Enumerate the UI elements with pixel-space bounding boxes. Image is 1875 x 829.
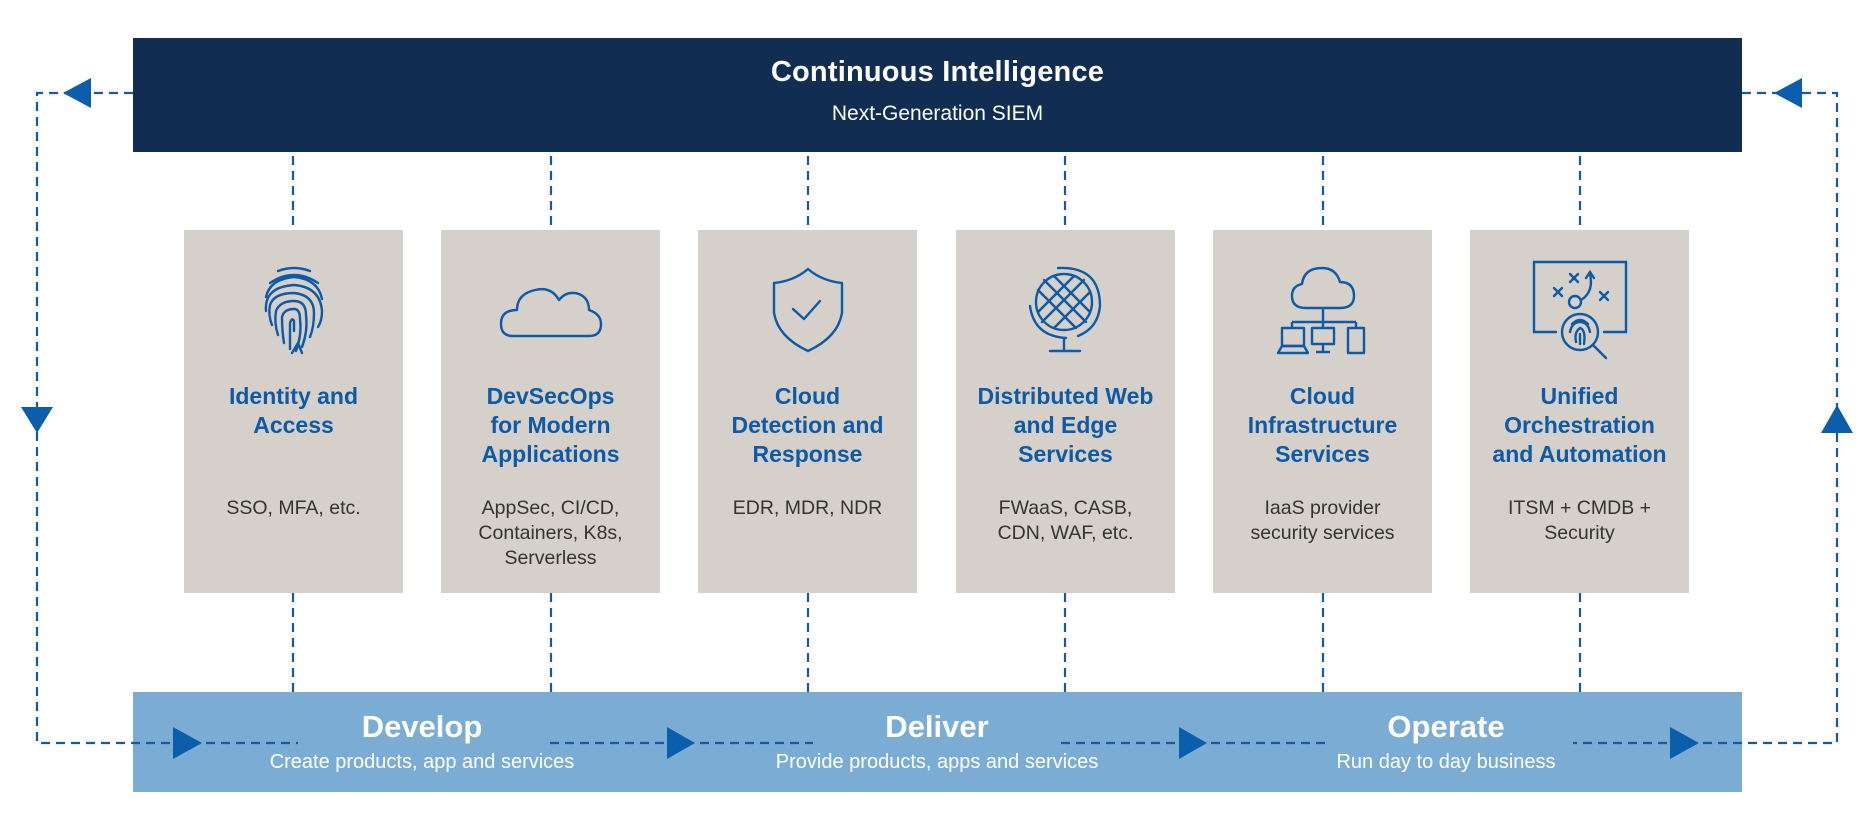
phase-subtitle: Provide products, apps and services (775, 751, 1099, 773)
card-description: AppSec, CI/CD, Containers, K8s, Serverle… (445, 496, 656, 571)
card-identity-access: Identity and Access SSO, MFA, etc. (184, 230, 403, 593)
card-title-line: Cloud (774, 383, 841, 409)
card-title: Unified Orchestration and Automation (1474, 382, 1685, 469)
card-title: Cloud Detection and Response (702, 382, 913, 469)
phase-subtitle: Create products, app and services (269, 751, 575, 773)
card-description-line: CDN, WAF, etc. (997, 522, 1134, 544)
card-description-line: AppSec, CI/CD, (481, 497, 620, 519)
card-title-line: Infrastructure (1247, 412, 1398, 438)
card-cloud-detection: Cloud Detection and Response EDR, MDR, N… (698, 230, 917, 593)
card-title-line: DevSecOps (486, 383, 615, 409)
card-description: ITSM + CMDB + Security (1474, 496, 1685, 546)
arrow-up-icon (1821, 405, 1853, 433)
card-title-line: Identity and (228, 383, 359, 409)
card-title-line: Cloud (1289, 383, 1356, 409)
orchestration-fingerprint-icon (1470, 260, 1689, 360)
card-title-line: Response (752, 441, 863, 467)
card-title-line: and Automation (1492, 441, 1667, 467)
card-distributed-web-edge: Distributed Web and Edge Services FWaaS,… (956, 230, 1175, 593)
card-description-line: security services (1250, 522, 1395, 544)
card-title: Identity and Access (188, 382, 399, 440)
card-title-line: Orchestration (1504, 412, 1655, 438)
card-title-line: Services (1275, 441, 1370, 467)
continuous-intelligence-box: Continuous Intelligence Next-Generation … (133, 38, 1742, 152)
card-devsecops: DevSecOps for Modern Applications AppSec… (441, 230, 660, 593)
phase-subtitle: Run day to day business (1336, 751, 1556, 773)
card-description: EDR, MDR, NDR (702, 496, 913, 521)
card-title-line: Distributed Web (977, 383, 1154, 409)
card-description-line: SSO, MFA, etc. (226, 497, 361, 519)
phase-title: Operate (1387, 709, 1505, 744)
card-cloud-infrastructure: Cloud Infrastructure Services IaaS provi… (1213, 230, 1432, 593)
card-title-line: Access (253, 412, 334, 438)
card-description-line: Serverless (504, 547, 597, 569)
card-description: IaaS provider security services (1217, 496, 1428, 546)
card-title: Distributed Web and Edge Services (960, 382, 1171, 469)
card-description: FWaaS, CASB, CDN, WAF, etc. (960, 496, 1171, 546)
arrow-down-icon (21, 407, 53, 433)
card-description-line: IaaS provider (1264, 497, 1381, 519)
card-title: Cloud Infrastructure Services (1217, 382, 1428, 469)
card-unified-orchestration: Unified Orchestration and Automation ITS… (1470, 230, 1689, 593)
cloud-network-icon (1213, 260, 1432, 360)
lifecycle-bar: Develop Create products, app and service… (133, 692, 1742, 792)
card-description-line: Containers, K8s, (478, 522, 623, 544)
card-description-line: FWaaS, CASB, (998, 497, 1133, 519)
card-title-line: for Modern (490, 412, 611, 438)
cloud-icon (441, 260, 660, 360)
fingerprint-icon (184, 260, 403, 360)
phase-title: Deliver (885, 709, 989, 744)
arrow-left-icon (63, 78, 91, 108)
card-description-line: Security (1544, 522, 1615, 544)
card-title-line: Detection and (731, 412, 884, 438)
card-description-line: ITSM + CMDB + (1507, 497, 1652, 519)
card-title-line: and Edge (1013, 412, 1118, 438)
header-subtitle: Next-Generation SIEM (831, 102, 1044, 125)
card-title-line: Services (1018, 441, 1113, 467)
globe-icon (956, 260, 1175, 360)
shield-check-icon (698, 260, 917, 360)
phase-title: Develop (361, 709, 483, 744)
card-description: SSO, MFA, etc. (188, 496, 399, 521)
card-title-line: Applications (481, 441, 620, 467)
card-description-line: EDR, MDR, NDR (732, 497, 883, 519)
card-title-line: Unified (1540, 383, 1619, 409)
arrow-left-icon (1774, 78, 1802, 108)
header-title: Continuous Intelligence (770, 56, 1105, 88)
card-title: DevSecOps for Modern Applications (445, 382, 656, 469)
